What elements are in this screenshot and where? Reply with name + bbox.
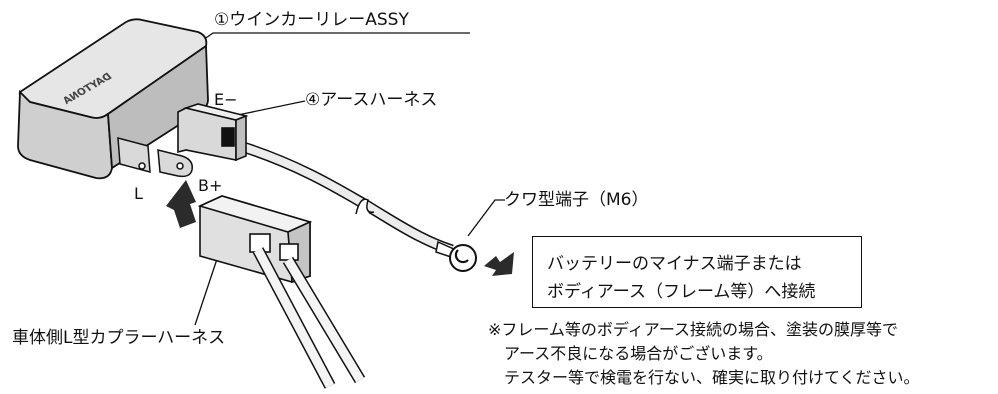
ring-terminal <box>435 240 477 272</box>
cable-break-mark <box>355 198 375 215</box>
ring-terminal-leader-line <box>467 199 505 237</box>
b-plus-label: B+ <box>198 176 223 195</box>
coupler-harness-label: 車体側L型カプラーハーネス <box>12 328 226 348</box>
instruction-line-1: バッテリーのマイナス端子または <box>547 254 802 274</box>
note-line-3: テスター等で検電を行ない、確実に取り付けてください。 <box>504 368 920 387</box>
instruction-line-2: ボディアース（フレーム等）へ接続 <box>547 282 816 302</box>
ring-terminal-label: クワ型端子（M6） <box>504 190 649 210</box>
coupler-connector <box>197 195 313 284</box>
instruction-box: バッテリーのマイナス端子または ボディアース（フレーム等）へ接続 <box>532 236 862 308</box>
terminal-b-plus <box>157 149 194 178</box>
coupler-wires <box>252 247 366 389</box>
earth-harness-leader-line <box>232 100 306 117</box>
coupler-leader-line <box>194 255 219 326</box>
relay-body <box>17 18 209 180</box>
note-line-2: アース不良になる場合がございます。 <box>504 344 773 363</box>
insert-arrow <box>166 180 196 228</box>
connect-arrow <box>484 252 514 276</box>
relay-terminals <box>117 137 194 178</box>
earth-cable <box>238 140 454 256</box>
l-label: L <box>134 184 143 203</box>
e-minus-label: E− <box>214 90 238 109</box>
relay-front-face <box>17 89 113 180</box>
relay-leader-line <box>170 32 470 63</box>
earth-harness-label: ④アースハーネス <box>305 90 438 110</box>
earth-connector <box>177 103 249 162</box>
note-line-1: ※フレーム等のボディアース接続の場合、塗装の膜厚等で <box>488 320 899 339</box>
relay-assy-label: ①ウインカーリレーASSY <box>214 10 409 30</box>
